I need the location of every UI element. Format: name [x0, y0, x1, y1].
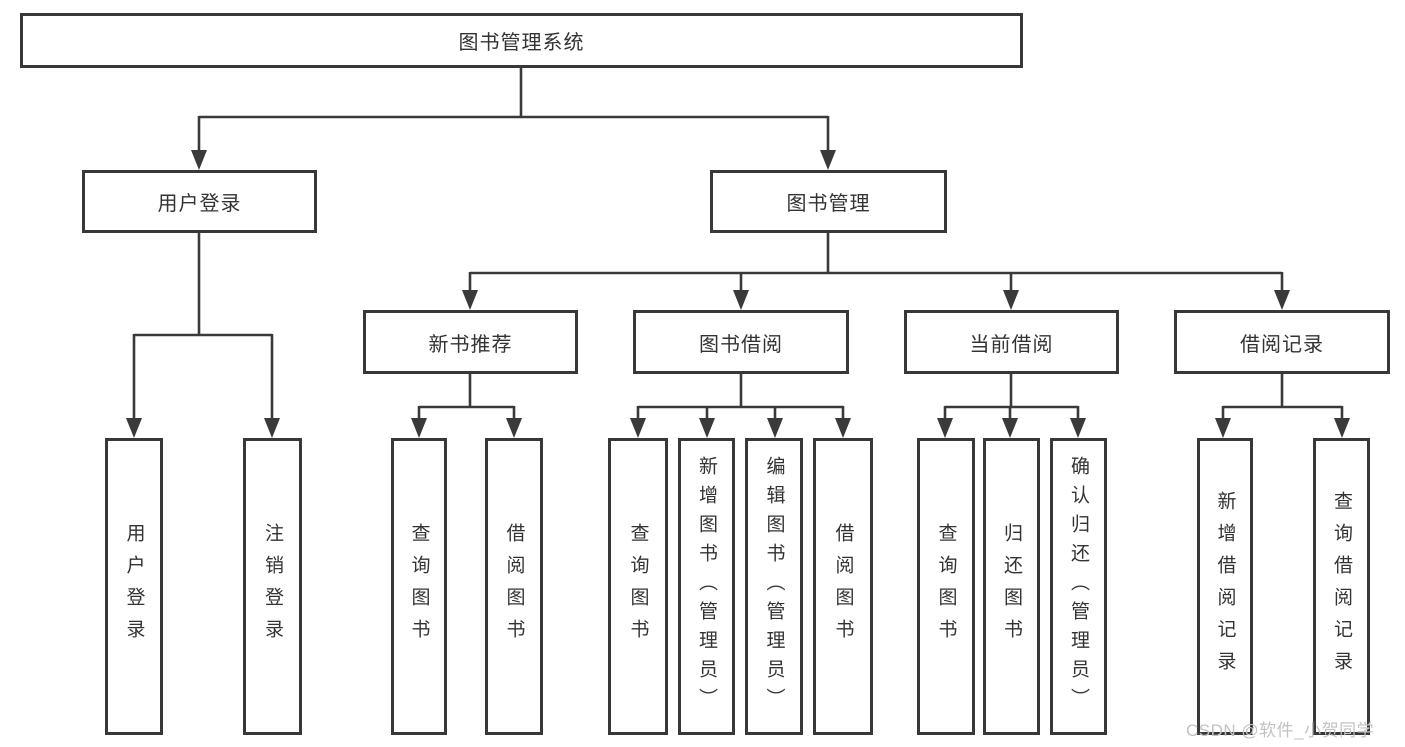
node-book-borrow-label: 图书借阅 — [699, 333, 783, 356]
node-book-borrow: 图书借阅 — [633, 310, 849, 374]
leaf-query-book-current-label: 查询图书 — [935, 522, 957, 651]
leaf-add-book-admin: 新增图书（管理员） — [678, 438, 735, 735]
node-book-management-label: 图书管理 — [786, 193, 871, 215]
leaf-query-book-borrow: 查询图书 — [608, 438, 668, 735]
leaf-user-login-label: 用户登录 — [123, 522, 145, 651]
node-user-login-label: 用户登录 — [157, 193, 242, 215]
leaf-query-borrow-record-label: 查询借阅记录 — [1331, 490, 1352, 683]
node-borrow-records: 借阅记录 — [1174, 310, 1390, 374]
leaf-query-borrow-record: 查询借阅记录 — [1313, 438, 1370, 735]
leaf-confirm-return-admin-label: 确认归还（管理员） — [1068, 456, 1089, 717]
leaf-add-borrow-record-label: 新增借阅记录 — [1214, 490, 1236, 683]
leaf-query-book-recommend-label: 查询图书 — [408, 522, 430, 651]
leaf-return-book-label: 归还图书 — [1001, 522, 1022, 651]
node-user-login: 用户登录 — [82, 170, 317, 233]
leaf-edit-book-admin: 编辑图书（管理员） — [745, 438, 803, 735]
leaf-borrow-book: 借阅图书 — [813, 438, 873, 735]
leaf-add-borrow-record: 新增借阅记录 — [1197, 438, 1253, 735]
node-new-book-recommend-label: 新书推荐 — [428, 333, 513, 356]
node-root: 图书管理系统 — [20, 13, 1023, 68]
leaf-borrow-book-recommend: 借阅图书 — [485, 438, 543, 735]
leaf-user-login: 用户登录 — [105, 438, 163, 735]
leaf-return-book: 归还图书 — [983, 438, 1040, 735]
leaf-borrow-book-label: 借阅图书 — [832, 522, 854, 651]
node-current-borrow-label: 当前借阅 — [969, 333, 1054, 356]
leaf-query-book-borrow-label: 查询图书 — [627, 522, 649, 651]
node-book-management: 图书管理 — [710, 170, 947, 233]
leaf-confirm-return-admin: 确认归还（管理员） — [1050, 438, 1107, 735]
node-borrow-records-label: 借阅记录 — [1240, 333, 1324, 356]
csdn-watermark: CSDN @软件_小贺同学 — [1186, 721, 1375, 740]
node-new-book-recommend: 新书推荐 — [363, 310, 578, 374]
leaf-logout: 注销登录 — [243, 438, 302, 735]
node-root-label: 图书管理系统 — [458, 32, 585, 54]
leaf-borrow-book-recommend-label: 借阅图书 — [503, 522, 525, 651]
leaf-query-book-current: 查询图书 — [917, 438, 975, 735]
leaf-query-book-recommend: 查询图书 — [391, 438, 447, 735]
node-current-borrow: 当前借阅 — [904, 310, 1119, 374]
leaf-edit-book-admin-label: 编辑图书（管理员） — [763, 456, 785, 717]
leaf-logout-label: 注销登录 — [262, 522, 283, 651]
leaf-add-book-admin-label: 新增图书（管理员） — [696, 456, 717, 717]
